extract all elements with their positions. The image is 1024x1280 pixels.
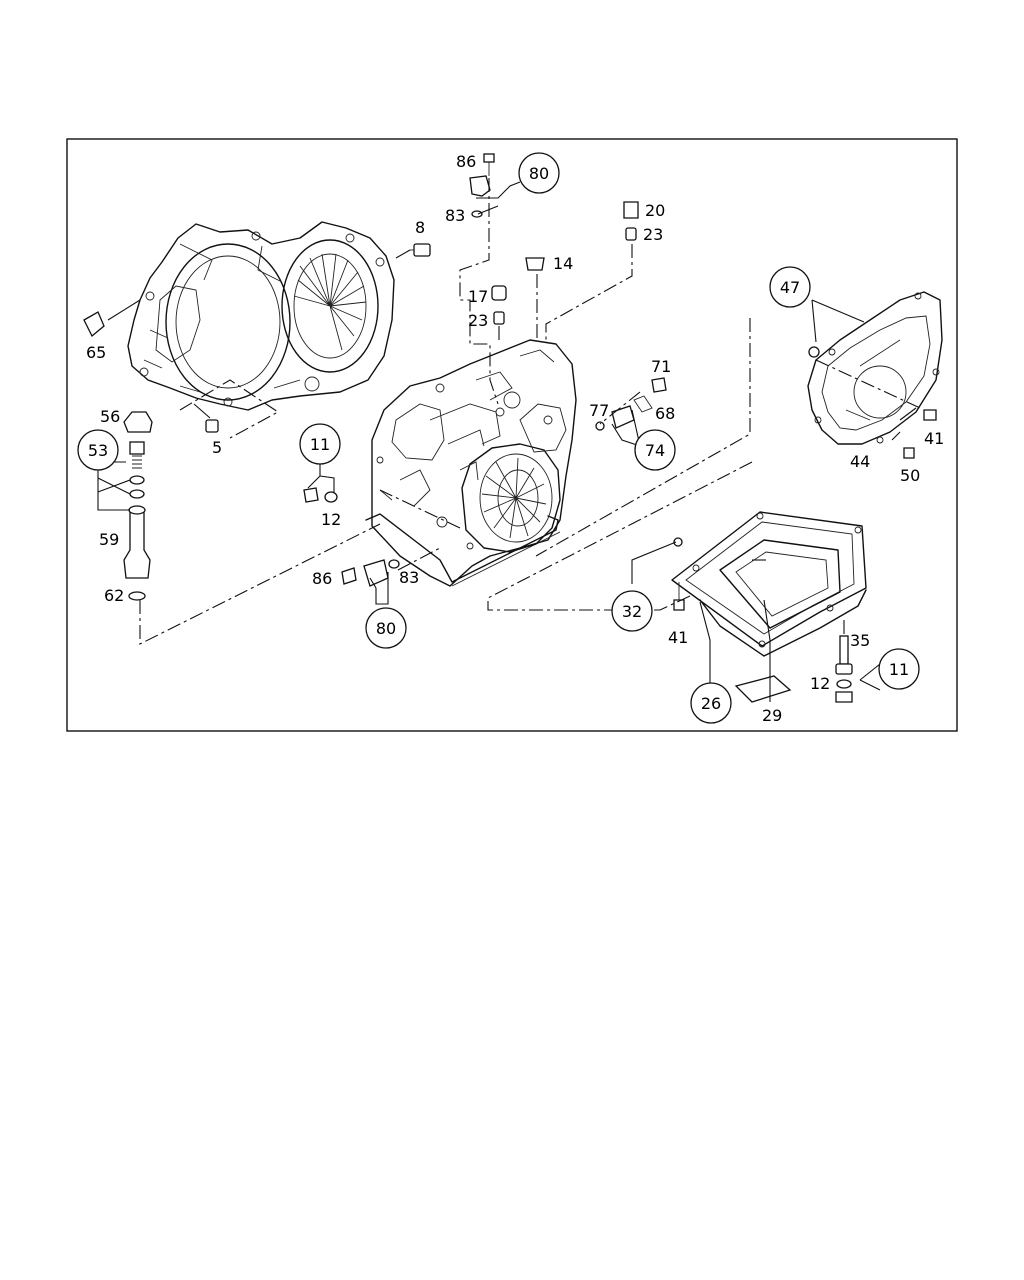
callout-circle	[634, 429, 676, 471]
part-label: 44	[850, 452, 870, 471]
callout-label: 53	[88, 441, 108, 460]
part-label: 77	[589, 401, 609, 420]
part-label: 59	[99, 530, 119, 549]
callouts: 80 11 53 80 74 47 32 26 11	[77, 152, 920, 724]
callout-label: 80	[376, 619, 396, 638]
bell-housing	[127, 221, 395, 411]
part-label: 8	[415, 218, 425, 237]
part-label: 20	[645, 201, 665, 220]
part-label: 86	[456, 152, 476, 171]
dash-lines	[139, 178, 921, 645]
small-parts	[83, 153, 937, 703]
callout-circle	[518, 152, 560, 194]
part-label: 14	[553, 254, 573, 273]
callout-label: 47	[780, 278, 800, 297]
part-label: 12	[810, 674, 830, 693]
part-label: 65	[86, 343, 106, 362]
part-label: 56	[100, 407, 120, 426]
callout-label: 80	[529, 164, 549, 183]
part-label: 17	[468, 287, 488, 306]
callout-circle	[878, 648, 920, 690]
part-label: 86	[312, 569, 332, 588]
callout-label: 26	[701, 694, 721, 713]
callout-label: 11	[889, 660, 909, 679]
part-label: 62	[104, 586, 124, 605]
callout-circle	[690, 682, 732, 724]
part-labels: 86 83 8 20 23 14 17 23 65 56 5 71 68 77 …	[86, 152, 944, 725]
callout-circle	[365, 607, 407, 649]
part-label: 12	[321, 510, 341, 529]
part-label: 23	[468, 311, 488, 330]
callout-circle	[611, 590, 653, 632]
part-label: 50	[900, 466, 920, 485]
callout-label: 32	[622, 602, 642, 621]
part-label: 83	[445, 206, 465, 225]
oil-pan	[671, 511, 867, 657]
side-cover	[807, 291, 943, 445]
part-label: 41	[668, 628, 688, 647]
callout-circle	[299, 423, 341, 465]
callout-label: 74	[645, 441, 665, 460]
callout-label: 11	[310, 435, 330, 454]
part-label: 83	[399, 568, 419, 587]
part-label: 29	[762, 706, 782, 725]
part-label: 41	[924, 429, 944, 448]
callout-circle	[769, 266, 811, 308]
part-label: 23	[643, 225, 663, 244]
part-label: 5	[212, 438, 222, 457]
part-label: 35	[850, 631, 870, 650]
part-label: 71	[651, 357, 671, 376]
diagram-frame	[66, 138, 958, 732]
transmission-case	[365, 339, 577, 587]
part-label: 68	[655, 404, 675, 423]
callout-circle	[77, 429, 119, 471]
leader-lines	[97, 181, 917, 702]
